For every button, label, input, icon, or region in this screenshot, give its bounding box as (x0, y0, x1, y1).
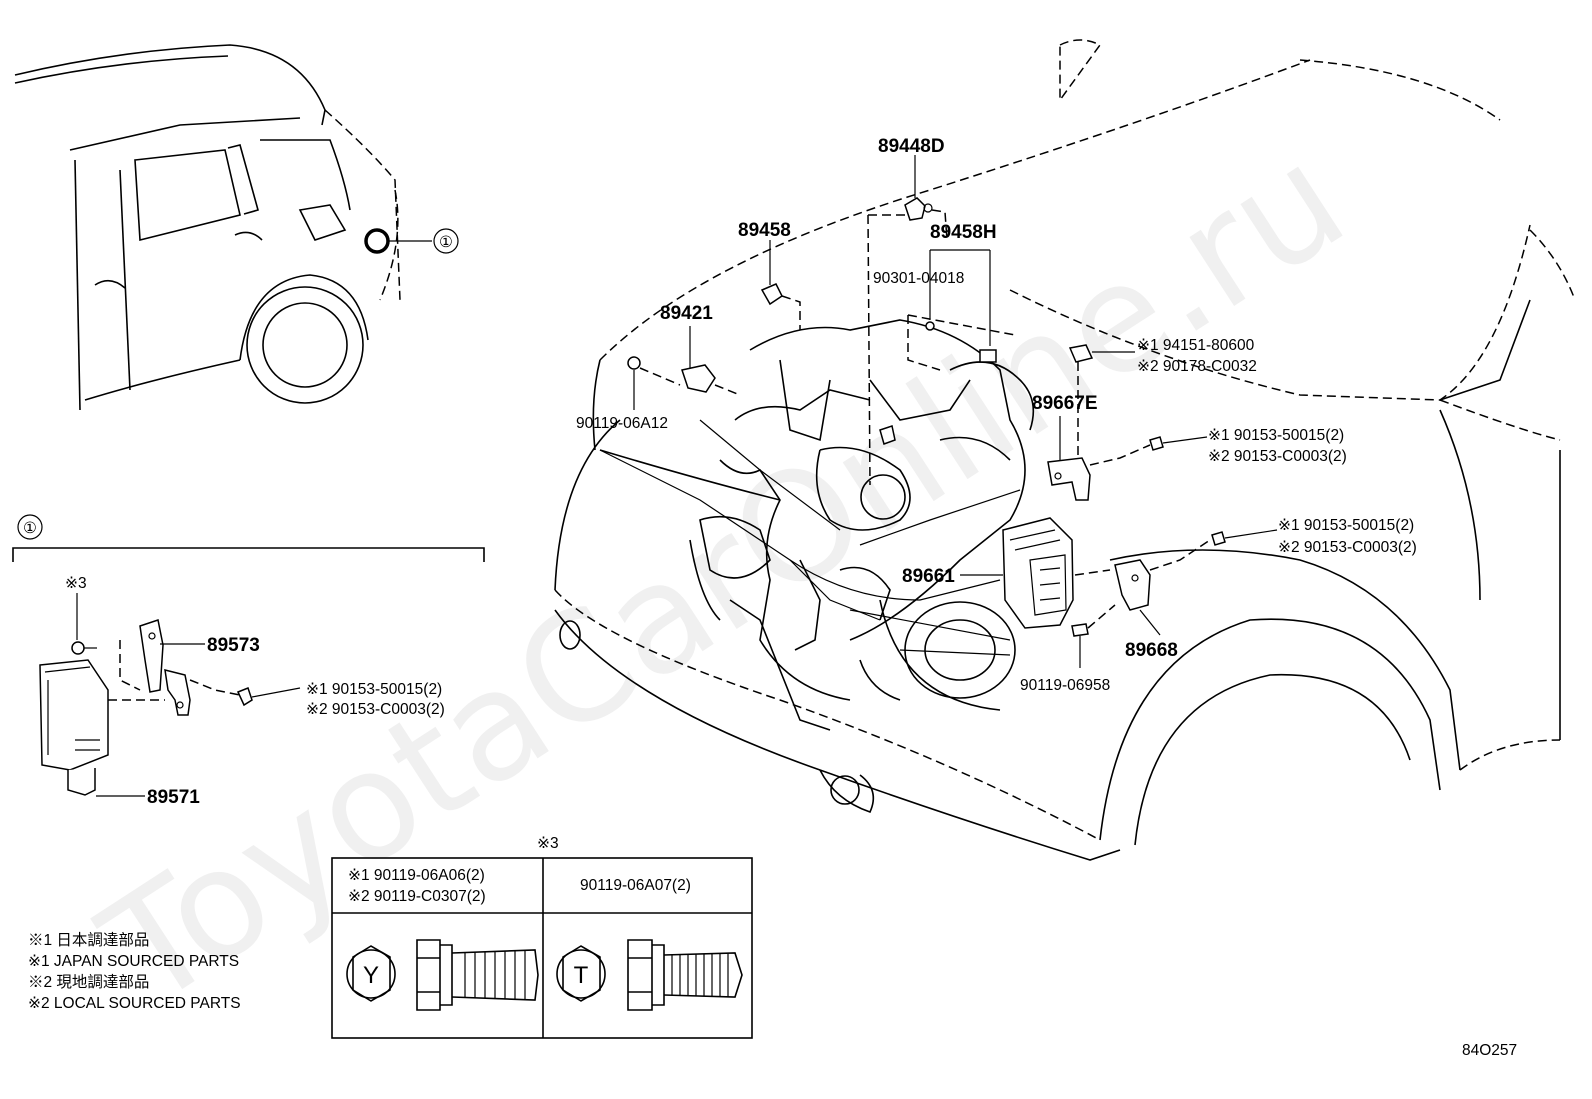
callout-circle-1: ① (439, 234, 453, 251)
vehicle-front-view: 89448D 89458 89458H 90301-04018 89421 90… (554, 39, 1576, 861)
label-90153-C0003-b: ※2 90153-C0003(2) (1278, 539, 1417, 556)
label-90153-C0003-a: ※2 90153-C0003(2) (1208, 448, 1347, 465)
legend-line-2: ※1 JAPAN SOURCED PARTS (28, 953, 239, 970)
label-89573: 89573 (207, 635, 260, 656)
note3-small: ※3 (65, 575, 87, 592)
label-89668: 89668 (1125, 640, 1178, 661)
label-detail-90153-50015: ※1 90153-50015(2) (306, 681, 442, 698)
detail-callout-circle-1: ① (23, 520, 37, 537)
label-90153-50015-b: ※1 90153-50015(2) (1278, 517, 1414, 534)
legend: ※1 日本調達部品 ※1 JAPAN SOURCED PARTS ※2 現地調達… (28, 931, 241, 1012)
bolt-head-mark-y: Y (363, 962, 379, 989)
label-89448D: 89448D (878, 136, 945, 157)
vehicle-rear-view: ① (14, 44, 459, 411)
label-90119-06958: 90119-06958 (1020, 677, 1110, 694)
figure-id: 84O257 (1462, 1042, 1517, 1059)
label-detail-90153-C0003: ※2 90153-C0003(2) (306, 701, 445, 718)
bolt-table-left-line1: ※1 90119-06A06(2) (348, 867, 485, 884)
label-90178-C0032: ※2 90178-C0032 (1137, 358, 1257, 375)
label-89421: 89421 (660, 303, 713, 324)
label-94151-80600: ※1 94151-80600 (1137, 337, 1255, 354)
label-89458: 89458 (738, 220, 791, 241)
label-89667E: 89667E (1032, 393, 1098, 414)
legend-line-4: ※2 LOCAL SOURCED PARTS (28, 995, 241, 1012)
label-89458H: 89458H (930, 222, 997, 243)
bolt-table-title: ※3 (537, 835, 559, 852)
label-89661: 89661 (902, 566, 955, 587)
bolt-head-mark-t: T (574, 962, 589, 989)
bolt-table: ※3 ※1 90119-06A06(2) ※2 90119-C0307(2) 9… (331, 835, 753, 1039)
legend-line-1: ※1 日本調達部品 (28, 931, 149, 949)
bolt-table-left-line2: ※2 90119-C0307(2) (348, 888, 486, 905)
label-90153-50015-a: ※1 90153-50015(2) (1208, 427, 1344, 444)
legend-line-3: ※2 現地調達部品 (28, 973, 149, 991)
label-89571: 89571 (147, 787, 200, 808)
bolt-table-right-line: 90119-06A07(2) (580, 877, 691, 894)
label-90301-04018: 90301-04018 (873, 270, 964, 287)
detail-sensor-assembly: ① ※3 89573 89571 ※1 90153-50015(2) ※2 90… (12, 514, 485, 808)
label-90119-06A12: 90119-06A12 (576, 415, 668, 432)
engine-assembly (689, 319, 1035, 731)
